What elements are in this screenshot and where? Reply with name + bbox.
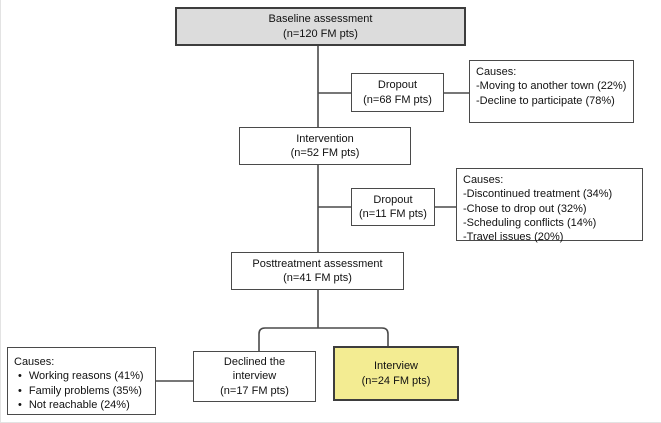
cause-item: • Not reachable (24%) — [14, 398, 149, 412]
node-causes-dropout-1: Causes: -Moving to another town (22%) -D… — [469, 60, 634, 123]
node-count: (n=52 FM pts) — [290, 147, 360, 159]
node-count: (n=11 FM pts) — [359, 208, 427, 220]
node-count: (n=120 FM pts) — [283, 27, 358, 40]
node-count: (n=17 FM pts) — [220, 384, 289, 397]
bullet-icon: • — [18, 370, 22, 383]
node-title: Dropout — [373, 193, 413, 206]
node-causes-declined: Causes: • Working reasons (41%) • Family… — [7, 347, 156, 415]
node-posttreatment-assessment: Posttreatment assessment (n=41 FM pts) — [231, 252, 404, 290]
cause-item: • Working reasons (41%) — [14, 369, 149, 383]
cause-item: -Scheduling conflicts (14%) — [463, 216, 597, 229]
cause-item: -Moving to another town (22%) — [476, 80, 627, 93]
node-dropout-2: Dropout (n=11 FM pts) — [351, 188, 435, 226]
node-declined-interview: Declined the interview (n=17 FM pts) — [193, 351, 316, 402]
edge-fork-interview — [318, 327, 389, 346]
node-title: Dropout — [377, 79, 418, 92]
node-title: Baseline assessment — [268, 13, 373, 26]
causes-heading: Causes: — [476, 66, 517, 78]
node-causes-dropout-2: Causes: -Discontinued treatment (34%) -C… — [456, 168, 643, 244]
causes-heading: Causes: — [463, 174, 504, 186]
node-title: Posttreatment assessment — [252, 257, 383, 270]
node-dropout-1: Dropout (n=68 FM pts) — [351, 73, 444, 112]
node-count: (n=24 FM pts) — [361, 374, 431, 387]
bullet-icon: • — [18, 398, 22, 411]
cause-item: -Travel issues (20%) — [463, 231, 564, 244]
node-count: (n=41 FM pts) — [283, 272, 352, 284]
cause-item: • Family problems (35%) — [14, 384, 149, 398]
causes-heading: Causes: — [14, 356, 55, 368]
cause-item-text: Family problems (35%) — [28, 384, 142, 397]
node-baseline-assessment: Baseline assessment (n=120 FM pts) — [175, 7, 466, 46]
bullet-icon: • — [18, 384, 22, 397]
cause-item-text: Not reachable (24%) — [28, 398, 130, 411]
cause-item: -Decline to participate (78%) — [476, 94, 615, 107]
node-title: Declined the interview — [223, 356, 286, 383]
cause-item-text: Working reasons (41%) — [28, 370, 144, 383]
cause-item: -Discontinued treatment (34%) — [463, 188, 613, 201]
edge-fork-declined — [258, 327, 318, 351]
cause-item: -Chose to drop out (32%) — [463, 202, 587, 215]
node-intervention: Intervention (n=52 FM pts) — [239, 127, 411, 165]
node-interview: Interview (n=24 FM pts) — [333, 346, 459, 401]
node-title: Intervention — [296, 132, 354, 145]
node-count: (n=68 FM pts) — [363, 93, 432, 106]
node-title: Interview — [373, 360, 419, 373]
